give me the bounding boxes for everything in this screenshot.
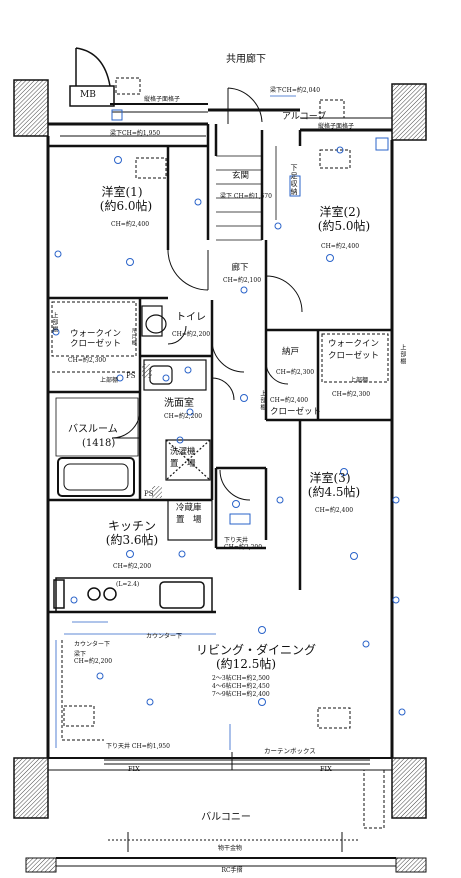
label-living-ch1: 2～3帖CH=約2,500 bbox=[212, 675, 270, 682]
label-storage: 納戸 bbox=[282, 347, 300, 357]
label-hanging: 物干金物 bbox=[217, 845, 243, 852]
balcony bbox=[48, 769, 396, 867]
bathtub bbox=[55, 397, 139, 497]
label-storage-ch: CH=約2,300 bbox=[276, 369, 315, 376]
label-upper-shelf-bottom: 上部棚 bbox=[100, 377, 119, 384]
label-bedroom2-size: (約5.0帖) bbox=[317, 219, 371, 233]
column-top-right bbox=[391, 83, 427, 141]
top-glazing bbox=[60, 111, 392, 137]
label-fix-right: FIX bbox=[320, 765, 332, 773]
ps-block-1 bbox=[142, 364, 152, 378]
label-toilet: トイレ bbox=[176, 312, 206, 323]
label-upper-shelf3: 上部棚 bbox=[350, 377, 369, 384]
label-living-size: (約12.5帖) bbox=[215, 657, 277, 671]
label-bedroom2: 洋室(2) bbox=[319, 205, 361, 219]
label-curtain-box: カーテンボックス bbox=[264, 747, 316, 755]
exterior-walls bbox=[46, 103, 394, 759]
dashed-shelves bbox=[51, 77, 389, 741]
label-bedroom3: 洋室(3) bbox=[309, 471, 351, 485]
label-alcove: アルコーブ bbox=[282, 112, 327, 122]
label-fridge2: 置 場 bbox=[176, 515, 202, 525]
label-living-ch3: 7～9帖CH=約2,400 bbox=[212, 691, 270, 698]
label-shoe-storage: 下足収納 bbox=[290, 164, 299, 196]
washbasin bbox=[143, 359, 207, 391]
label-walkin2b: クローゼット bbox=[328, 351, 380, 361]
rail-bottom-left bbox=[25, 857, 57, 873]
label-living: リビング・ダイニング bbox=[195, 643, 317, 657]
label-ceiling-note: 下り天井 bbox=[224, 537, 249, 544]
label-ch-1670: 梁下 CH=約1,670 bbox=[220, 193, 272, 200]
label-upper-shelf-closet: 上部棚 bbox=[258, 390, 266, 411]
label-common-corridor: 共用廊下 bbox=[226, 54, 266, 65]
column-top-left bbox=[13, 79, 49, 137]
label-bedroom3-size: (約4.5帖) bbox=[307, 485, 361, 499]
label-upper-shelf2: 上部棚 bbox=[398, 344, 406, 365]
column-bottom-right bbox=[391, 757, 427, 819]
label-rc-rail: RC手摺 bbox=[221, 867, 243, 874]
label-closet-ch: CH=約2,400 bbox=[270, 397, 309, 404]
label-washroom-ch: CH=約2,200 bbox=[164, 413, 203, 420]
label-bedroom3-ch: CH=約2,400 bbox=[314, 507, 354, 514]
door-swings bbox=[111, 87, 303, 501]
label-washer2: 置 場 bbox=[170, 459, 196, 469]
label-washroom: 洗面室 bbox=[164, 398, 194, 409]
label-walkin1-ch: CH=約2,300 bbox=[68, 357, 107, 364]
label-kitchen-ch: CH=約2,200 bbox=[112, 563, 152, 570]
label-washer1: 洗濯機 bbox=[170, 447, 196, 457]
label-balcony: バルコニー bbox=[201, 812, 251, 823]
label-bedroom1-size: (約6.0帖) bbox=[99, 199, 153, 213]
electrical-symbols bbox=[52, 109, 406, 716]
glazing bbox=[104, 752, 370, 770]
label-ceiling-bottom: 下り天井 CH=約1,950 bbox=[106, 743, 170, 750]
label-walkin1: ウォークイン bbox=[70, 329, 122, 339]
ps-block-2 bbox=[152, 486, 162, 498]
column-bottom-left bbox=[13, 757, 49, 819]
label-counter-down1: カウンター下 bbox=[146, 633, 183, 640]
label-beam-small: 梁下 bbox=[74, 651, 87, 658]
label-living-ch2: 4～6帖CH=約2,450 bbox=[212, 683, 270, 690]
entrance-steps bbox=[216, 146, 277, 241]
washer-space bbox=[165, 439, 211, 481]
label-ceiling-ch: CH=約2,200 bbox=[224, 544, 263, 551]
label-bathroom: バスルーム bbox=[68, 424, 118, 435]
label-upper-shelf1: 上部棚 bbox=[50, 312, 58, 333]
label-beam-small-ch: CH=約2,200 bbox=[74, 658, 113, 665]
label-counter-down2: カウンター下 bbox=[74, 641, 111, 648]
mb-box bbox=[69, 47, 115, 107]
label-fix-left: FIX bbox=[128, 765, 140, 773]
label-walkin2: ウォークイン bbox=[328, 339, 380, 349]
label-toilet-ch: CH=約2,200 bbox=[172, 331, 211, 338]
kitchen-counter bbox=[53, 577, 213, 613]
label-bedroom2-ch: CH=約2,400 bbox=[320, 243, 360, 250]
label-kitchen: キッチン bbox=[107, 519, 157, 533]
label-bedroom1-ch: CH=約2,400 bbox=[110, 221, 150, 228]
label-l24: (L=2.4) bbox=[116, 581, 140, 588]
label-bar-note: 梁下CH=約2,040 bbox=[270, 87, 321, 94]
label-hallway-ch: CH=約2,100 bbox=[222, 277, 262, 284]
label-lattice-top2: 縦格子面格子 bbox=[318, 123, 355, 130]
leader-lines bbox=[55, 95, 296, 750]
toilet-fixture bbox=[141, 305, 167, 337]
label-lattice-top: 縦格子面格子 bbox=[144, 96, 181, 103]
label-ps2: PS bbox=[144, 490, 154, 498]
label-bedroom1: 洋室(1) bbox=[101, 185, 143, 199]
label-fridge1: 冷蔵庫 bbox=[176, 503, 202, 513]
label-kitchen-size: (約3.6帖) bbox=[105, 533, 159, 547]
label-shelf-small: 吊戸棚 bbox=[130, 328, 137, 346]
rail-bottom-right bbox=[395, 857, 427, 873]
label-entrance: 玄関 bbox=[232, 171, 250, 181]
label-beam-1950: 梁下CH=約1,950 bbox=[110, 130, 161, 137]
label-mb: MB bbox=[80, 90, 96, 100]
label-closet: クローゼット bbox=[270, 407, 322, 417]
label-walkin2-ch: CH=約2,300 bbox=[332, 391, 371, 398]
label-hallway: 廊下 bbox=[231, 263, 249, 273]
label-ps1: PS bbox=[126, 372, 136, 380]
label-bathroom-size: (1418) bbox=[82, 438, 116, 449]
label-walkin1b: クローゼット bbox=[70, 339, 122, 349]
fridge-space bbox=[167, 499, 213, 541]
